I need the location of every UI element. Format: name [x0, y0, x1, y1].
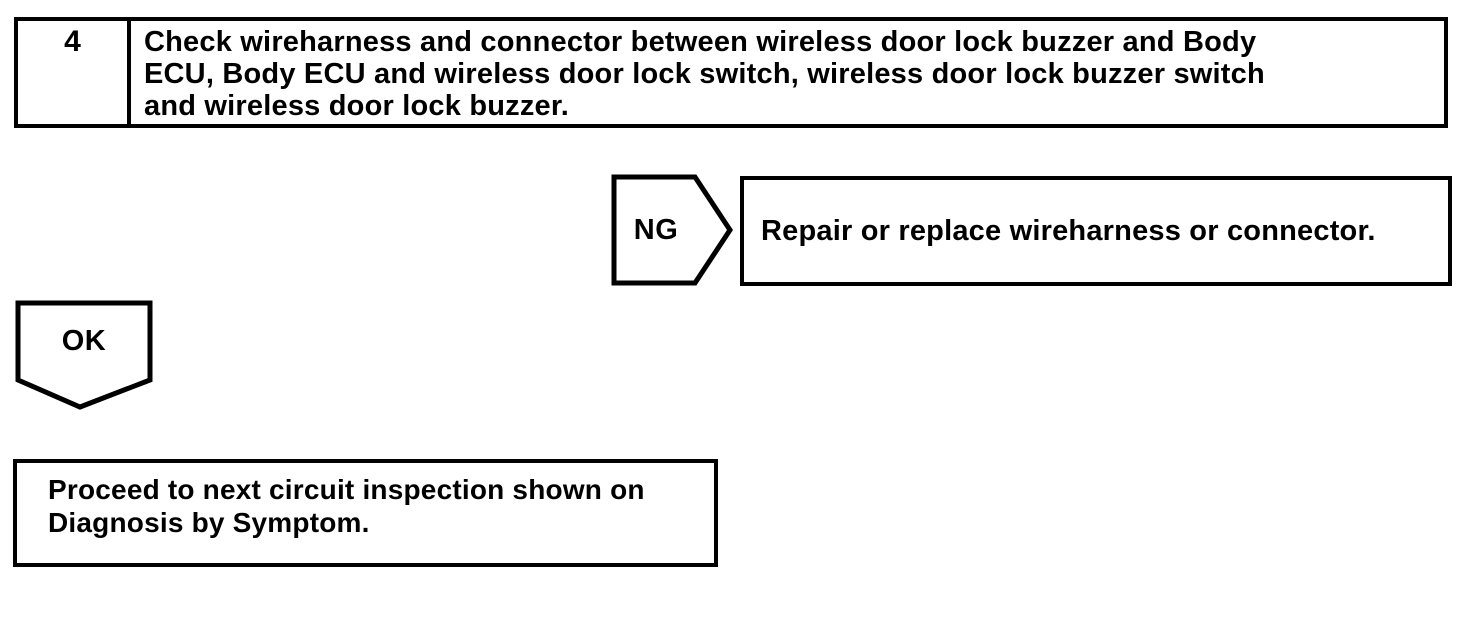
step-instruction-line: and wireless door lock buzzer.	[144, 90, 570, 122]
ng-connector: NG	[611, 174, 733, 286]
ng-pentagon-right-icon	[611, 174, 733, 286]
ok-label: OK	[61, 324, 107, 357]
ok-connector: OK	[15, 300, 153, 410]
step-box: 4 Check wireharness and connector betwee…	[14, 17, 1448, 128]
ok-pentagon-down-icon	[15, 300, 153, 410]
ok-action-line: Diagnosis by Symptom.	[48, 507, 370, 538]
step-instruction-line: Check wireharness and connector between …	[144, 26, 1257, 58]
step-instruction-line: ECU, Body ECU and wireless door lock swi…	[144, 58, 1265, 90]
step-number: 4	[18, 21, 131, 124]
ok-action-line: Proceed to next circuit inspection shown…	[48, 474, 645, 505]
ng-action-text: Repair or replace wireharness or connect…	[761, 214, 1376, 247]
step-instruction: Check wireharness and connector between …	[131, 21, 1444, 124]
ng-action-box: Repair or replace wireharness or connect…	[740, 176, 1452, 286]
ok-action-box: Proceed to next circuit inspection shown…	[13, 459, 718, 567]
ng-label: NG	[633, 213, 679, 246]
